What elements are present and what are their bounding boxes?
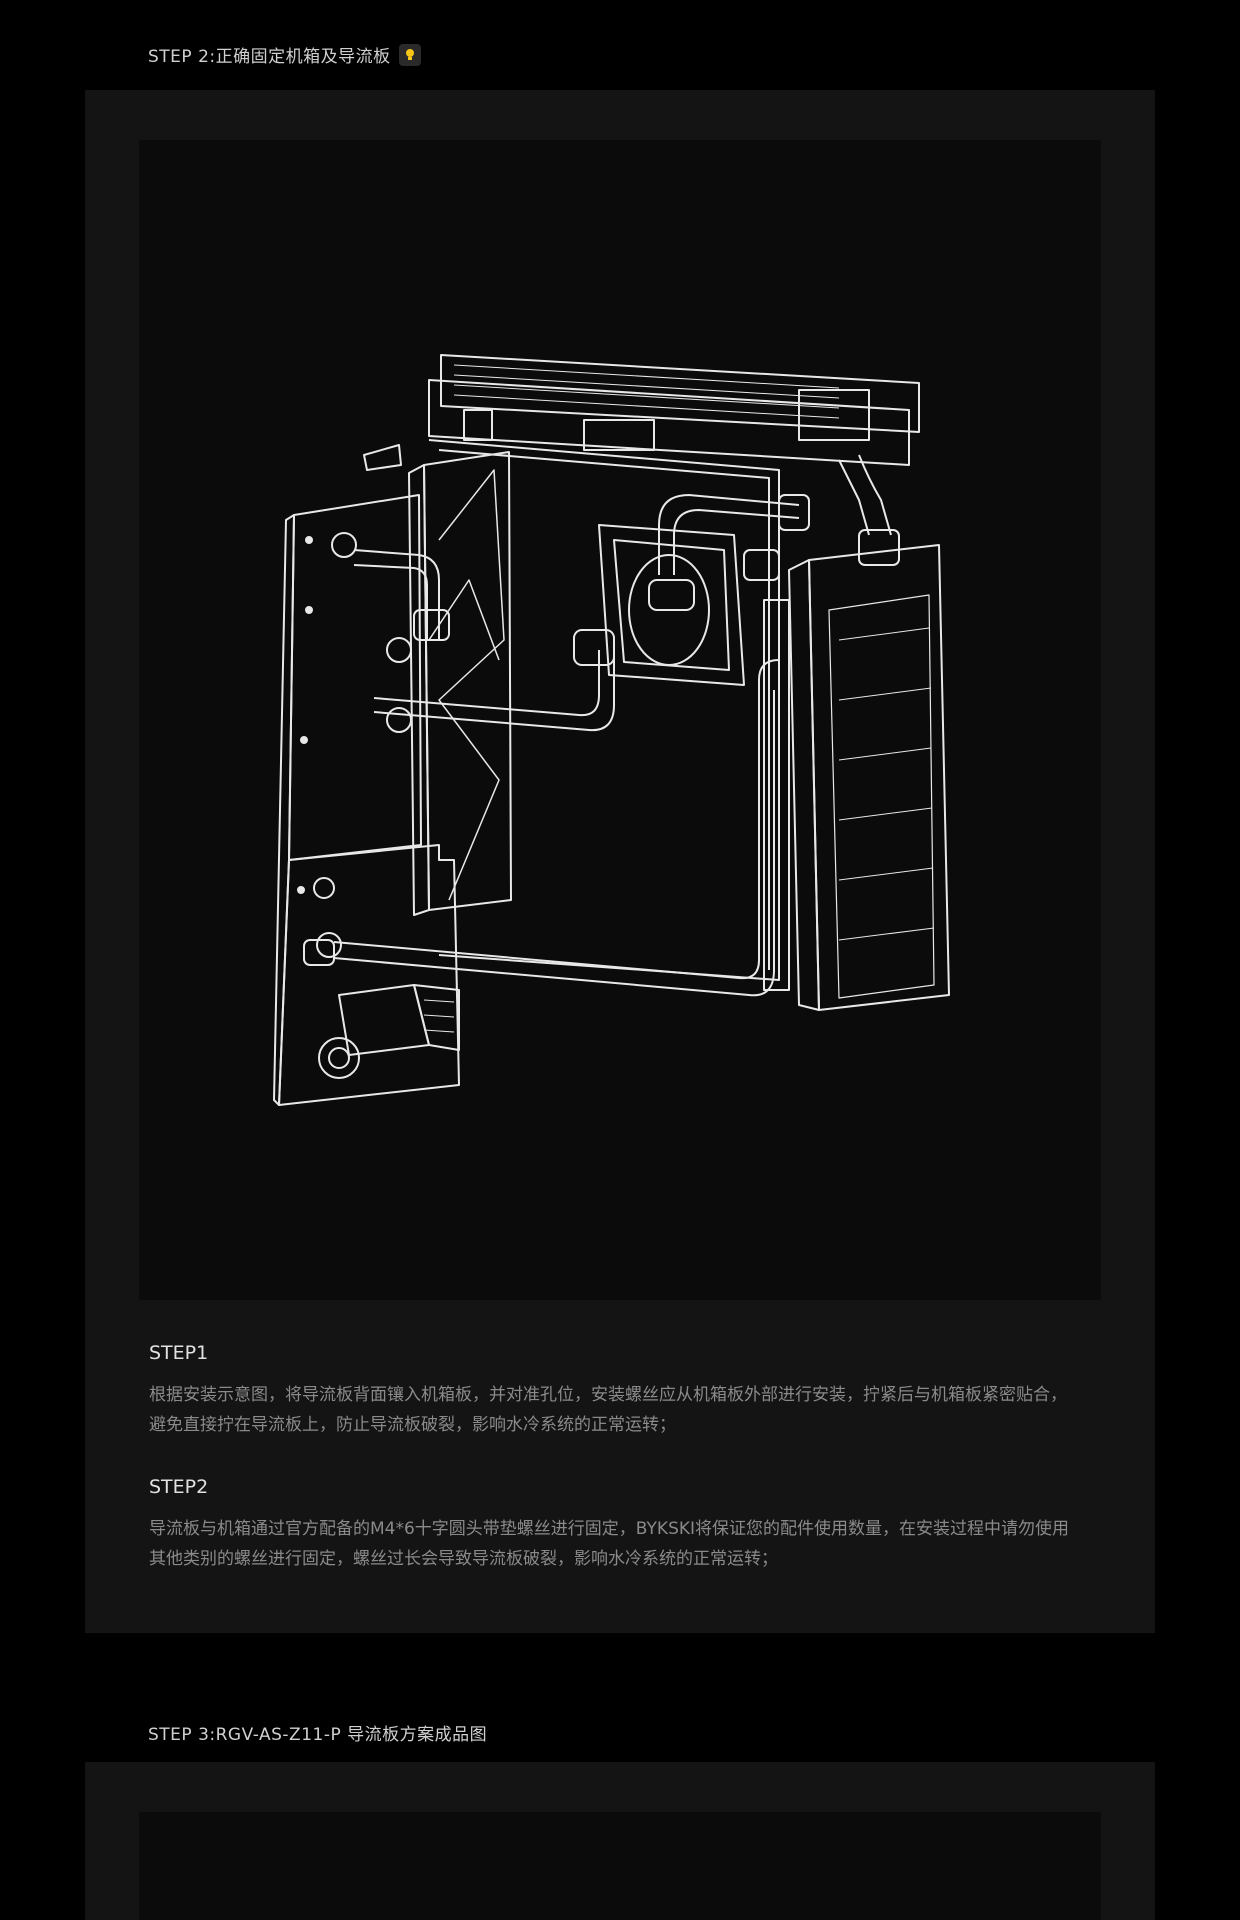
step1-text: 根据安装示意图，将导流板背面镶入机箱板，并对准孔位，安装螺丝应从机箱板外部进行安… bbox=[149, 1385, 1067, 1435]
step2-heading-text: STEP 2:正确固定机箱及导流板 bbox=[148, 47, 391, 67]
tubing bbox=[333, 454, 892, 997]
pump bbox=[318, 984, 460, 1079]
step2-text: 导流板与机箱通过官方配备的M4*6十字圆头带垫螺丝进行固定，BYKSKI将保证您… bbox=[149, 1519, 1070, 1569]
distro-plate bbox=[273, 494, 460, 1106]
step2-block: STEP2 导流板与机箱通过官方配备的M4*6十字圆头带垫螺丝进行固定，BYKS… bbox=[149, 1476, 1079, 1574]
top-radiator bbox=[428, 354, 920, 466]
installation-diagram bbox=[139, 140, 1101, 1300]
chassis-frame bbox=[428, 439, 780, 981]
step2-heading: STEP 2:正确固定机箱及导流板 bbox=[148, 42, 421, 67]
lightbulb-icon bbox=[398, 43, 421, 66]
step3-heading-text: STEP 3:RGV-AS-Z11-P 导流板方案成品图 bbox=[148, 1725, 488, 1745]
step3-heading: STEP 3:RGV-AS-Z11-P 导流板方案成品图 bbox=[148, 1720, 487, 1745]
step3-panel bbox=[85, 1762, 1155, 1920]
cpu-block bbox=[598, 524, 745, 686]
step2-panel: STEP1 根据安装示意图，将导流板背面镶入机箱板，并对准孔位，安装螺丝应从机箱… bbox=[85, 90, 1155, 1633]
step2-title: STEP2 bbox=[149, 1476, 209, 1498]
finished-product-image bbox=[139, 1812, 1101, 1920]
fittings bbox=[303, 494, 900, 966]
gpu-block bbox=[363, 444, 512, 916]
right-radiator bbox=[763, 544, 950, 1011]
step1-title: STEP1 bbox=[149, 1342, 209, 1364]
step1-block: STEP1 根据安装示意图，将导流板背面镶入机箱板，并对准孔位，安装螺丝应从机箱… bbox=[149, 1342, 1079, 1440]
